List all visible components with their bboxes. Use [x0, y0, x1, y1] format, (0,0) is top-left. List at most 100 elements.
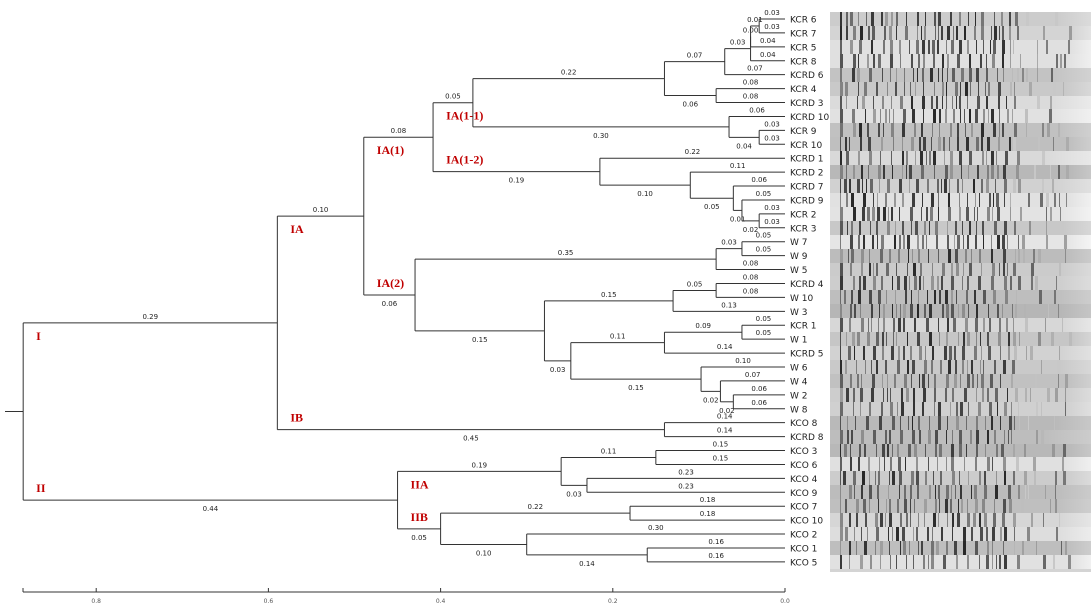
branch-length-label: 0.06	[751, 399, 767, 407]
branch-length-label: 0.10	[476, 549, 492, 557]
branch-length-label: 0.23	[678, 468, 694, 476]
branch-length-label: 0.08	[743, 273, 759, 281]
branch-length-label: 0.06	[382, 300, 398, 308]
gel-lane	[830, 206, 1091, 221]
axis-tick-label: 0.0	[780, 598, 790, 605]
branch-length-label: 0.06	[751, 385, 767, 393]
gel-lane	[830, 429, 1091, 444]
gel-lane	[830, 513, 1091, 528]
branch-length-label: 0.11	[730, 162, 746, 170]
branch-length-label: 0.07	[687, 52, 703, 60]
branch-length-label: 0.03	[764, 204, 780, 212]
branch-length-label: 0.19	[509, 177, 525, 185]
branch-length-label: 0.18	[700, 496, 716, 504]
branch-length-label: 0.15	[713, 441, 729, 449]
branch-length-label: 0.16	[708, 538, 724, 546]
branch-length-label: 0.03	[764, 218, 780, 226]
branch-length-label: 0.13	[721, 301, 737, 309]
leaf-label: KCRD 3	[790, 99, 823, 109]
leaf-label: W 3	[790, 308, 808, 318]
leaf-label: W 10	[790, 294, 813, 304]
branch-length-label: 0.07	[747, 65, 763, 73]
leaf-label: KCO 5	[790, 558, 817, 568]
gel-lane	[830, 318, 1091, 333]
branch-length-label: 0.03	[764, 120, 780, 128]
branch-length-label: 0.05	[756, 232, 772, 240]
branch-length-label: 0.05	[756, 315, 772, 323]
leaf-label: KCRD 8	[790, 433, 824, 443]
gel-lane	[830, 109, 1091, 124]
gel-fingerprint-image	[830, 12, 1091, 572]
cluster-label: IA	[290, 222, 304, 236]
leaf-label: W 5	[790, 266, 808, 276]
leaf-label: KCR 2	[790, 210, 817, 220]
branch-length-label: 0.05	[445, 93, 461, 101]
leaf-label: KCRD 7	[790, 183, 823, 193]
cluster-label: IIA	[411, 477, 429, 491]
gel-lane	[830, 248, 1091, 263]
leaf-label: W 4	[790, 377, 808, 387]
branch-length-label: 0.10	[735, 357, 751, 365]
gel-lane	[830, 220, 1091, 235]
branch-length-label: 0.08	[391, 127, 407, 135]
leaf-label: KCR 8	[790, 57, 817, 67]
leaf-label: KCO 4	[790, 475, 818, 485]
branch-length-label: 0.08	[743, 260, 759, 268]
gel-lane	[830, 95, 1091, 110]
branch-length-label: 0.04	[736, 142, 752, 150]
leaf-label: KCRD 1	[790, 155, 823, 165]
branch-length-label: 0.16	[708, 552, 724, 560]
gel-lane	[830, 554, 1091, 569]
gel-lane	[830, 179, 1091, 194]
leaf-label: KCRD 6	[790, 71, 824, 81]
branch-length-label: 0.09	[695, 322, 711, 330]
branch-length-label: 0.10	[313, 206, 329, 214]
branch-length-label: 0.05	[704, 203, 720, 211]
leaf-label: W 1	[790, 336, 808, 346]
gel-lane	[830, 443, 1091, 458]
branch-length-label: 0.01	[747, 16, 763, 24]
leaf-label: KCR 6	[790, 16, 817, 26]
branch-length-label: 0.06	[682, 101, 698, 109]
gel-lane	[830, 457, 1091, 472]
branch-length-label: 0.01	[730, 215, 746, 223]
gel-lane	[830, 81, 1091, 96]
axis-tick-label: 0.8	[91, 598, 101, 605]
leaf-label: KCRD 5	[790, 350, 823, 360]
branch-length-label: 0.29	[142, 313, 158, 321]
gel-lane	[830, 290, 1091, 305]
leaf-label: W 9	[790, 252, 808, 262]
gel-lane	[830, 373, 1091, 388]
branch-length-label: 0.05	[756, 329, 772, 337]
branch-length-label: 0.30	[593, 132, 609, 140]
cluster-label: IA(1)	[377, 143, 404, 157]
branch-length-label: 0.02	[703, 396, 719, 404]
gel-lane	[830, 527, 1091, 542]
cluster-label: IIB	[411, 510, 428, 524]
leaf-label: W 8	[790, 405, 808, 415]
branch-length-label: 0.03	[721, 239, 737, 247]
gel-lane	[830, 387, 1091, 402]
branch-length-label: 0.22	[528, 503, 544, 511]
gel-lane	[830, 53, 1091, 68]
branch-length-label: 0.03	[566, 490, 582, 498]
leaf-label: KCR 5	[790, 43, 817, 53]
leaf-label: W 2	[790, 391, 808, 401]
axis-tick-label: 0.6	[264, 598, 274, 605]
branch-length-label: 0.15	[628, 384, 644, 392]
branch-length-label: 0.14	[717, 413, 733, 421]
leaf-label: KCRD 4	[790, 280, 824, 290]
branch-length-label: 0.05	[756, 246, 772, 254]
axis-tick-label: 0.2	[608, 598, 618, 605]
gel-lane	[830, 137, 1091, 152]
gel-lane	[830, 67, 1091, 82]
gel-lane	[830, 540, 1091, 555]
gel-lane	[830, 165, 1091, 180]
leaf-label: KCRD 10	[790, 113, 829, 123]
gel-lane	[830, 485, 1091, 500]
branch-length-label: 0.15	[713, 454, 729, 462]
branch-length-label: 0.11	[610, 333, 626, 341]
branch-length-label: 0.30	[648, 524, 664, 532]
branch-length-label: 0.02	[743, 226, 759, 234]
branch-length-label: 0.15	[472, 336, 488, 344]
